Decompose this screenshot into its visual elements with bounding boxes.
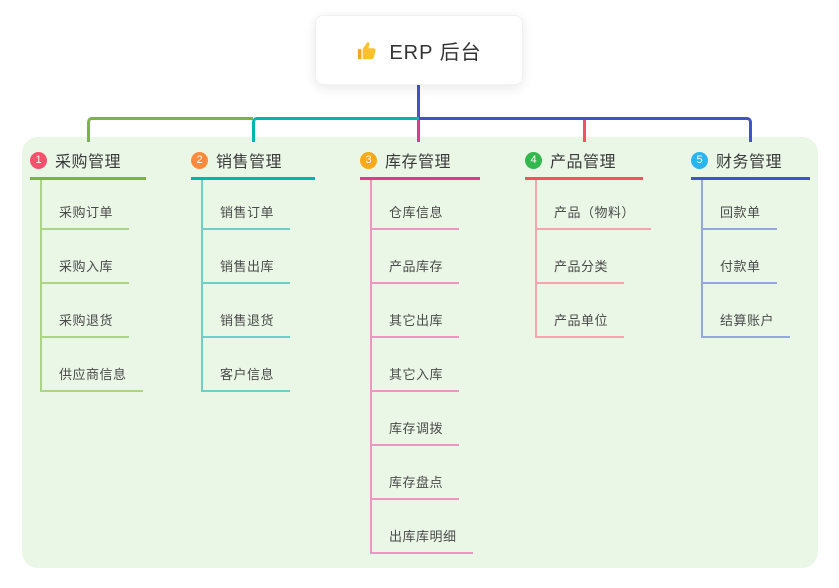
branch-inventory: 3 库存管理 仓库信息 产品库存 其它出库 其它入库 库存调拨 库存盘点 出库库… xyxy=(360,146,480,554)
branch-children: 回款单 付款单 结算账户 xyxy=(701,180,810,338)
child-node[interactable]: 回款单 xyxy=(703,180,810,230)
branch-heading[interactable]: 3 库存管理 xyxy=(360,146,480,180)
branch-sales: 2 销售管理 销售订单 销售出库 销售退货 客户信息 xyxy=(191,146,315,392)
connector-branch-5 xyxy=(419,117,752,142)
branch-heading[interactable]: 4 产品管理 xyxy=(525,146,643,180)
branch-heading[interactable]: 2 销售管理 xyxy=(191,146,315,180)
child-node[interactable]: 采购退货 xyxy=(42,284,146,338)
child-node[interactable]: 产品分类 xyxy=(537,230,643,284)
branch-badge: 2 xyxy=(191,151,208,169)
child-node[interactable]: 采购订单 xyxy=(42,180,146,230)
child-node[interactable]: 库存盘点 xyxy=(372,446,480,500)
child-node[interactable]: 供应商信息 xyxy=(42,338,146,392)
branch-badge: 1 xyxy=(30,151,47,169)
branch-badge: 4 xyxy=(525,151,542,169)
child-node[interactable]: 产品单位 xyxy=(537,284,643,338)
branch-label: 销售管理 xyxy=(216,154,283,171)
branch-children: 采购订单 采购入库 采购退货 供应商信息 xyxy=(40,180,146,392)
root-stem-line xyxy=(417,84,420,120)
child-node[interactable]: 结算账户 xyxy=(703,284,810,338)
thumbs-up-icon xyxy=(356,39,379,62)
child-node[interactable]: 其它出库 xyxy=(372,284,480,338)
root-title: ERP 后台 xyxy=(389,41,482,64)
mindmap-background-panel xyxy=(22,137,818,568)
child-node[interactable]: 仓库信息 xyxy=(372,180,480,230)
branch-finance: 5 财务管理 回款单 付款单 结算账户 xyxy=(691,146,810,338)
branch-label: 采购管理 xyxy=(55,154,122,171)
child-node[interactable]: 客户信息 xyxy=(203,338,315,392)
child-node[interactable]: 产品库存 xyxy=(372,230,480,284)
child-node[interactable]: 销售出库 xyxy=(203,230,315,284)
connector-branch-2 xyxy=(252,117,419,142)
branch-product: 4 产品管理 产品（物料） 产品分类 产品单位 xyxy=(525,146,652,338)
branch-label: 财务管理 xyxy=(716,154,783,171)
branch-heading[interactable]: 5 财务管理 xyxy=(691,146,810,180)
branch-children: 产品（物料） 产品分类 产品单位 xyxy=(535,180,652,338)
child-node[interactable]: 销售退货 xyxy=(203,284,315,338)
branch-label: 产品管理 xyxy=(550,154,617,171)
branch-label: 库存管理 xyxy=(385,154,452,171)
branch-badge: 5 xyxy=(691,151,708,169)
connector-branch-1 xyxy=(87,117,253,142)
child-node[interactable]: 销售订单 xyxy=(203,180,315,230)
branch-heading[interactable]: 1 采购管理 xyxy=(30,146,146,180)
connector-branch-4 xyxy=(583,120,586,142)
root-node-erp[interactable]: ERP 后台 xyxy=(315,15,523,85)
child-node[interactable]: 其它入库 xyxy=(372,338,480,392)
child-node[interactable]: 采购入库 xyxy=(42,230,146,284)
child-node[interactable]: 出库库明细 xyxy=(372,500,480,554)
branch-children: 销售订单 销售出库 销售退货 客户信息 xyxy=(201,180,315,392)
child-node[interactable]: 付款单 xyxy=(703,230,810,284)
branch-badge: 3 xyxy=(360,151,377,169)
child-node[interactable]: 库存调拨 xyxy=(372,392,480,446)
connector-branch-3 xyxy=(417,120,420,142)
child-node[interactable]: 产品（物料） xyxy=(537,180,652,230)
branch-purchase: 1 采购管理 采购订单 采购入库 采购退货 供应商信息 xyxy=(30,146,146,392)
branch-children: 仓库信息 产品库存 其它出库 其它入库 库存调拨 库存盘点 出库库明细 xyxy=(370,180,480,554)
